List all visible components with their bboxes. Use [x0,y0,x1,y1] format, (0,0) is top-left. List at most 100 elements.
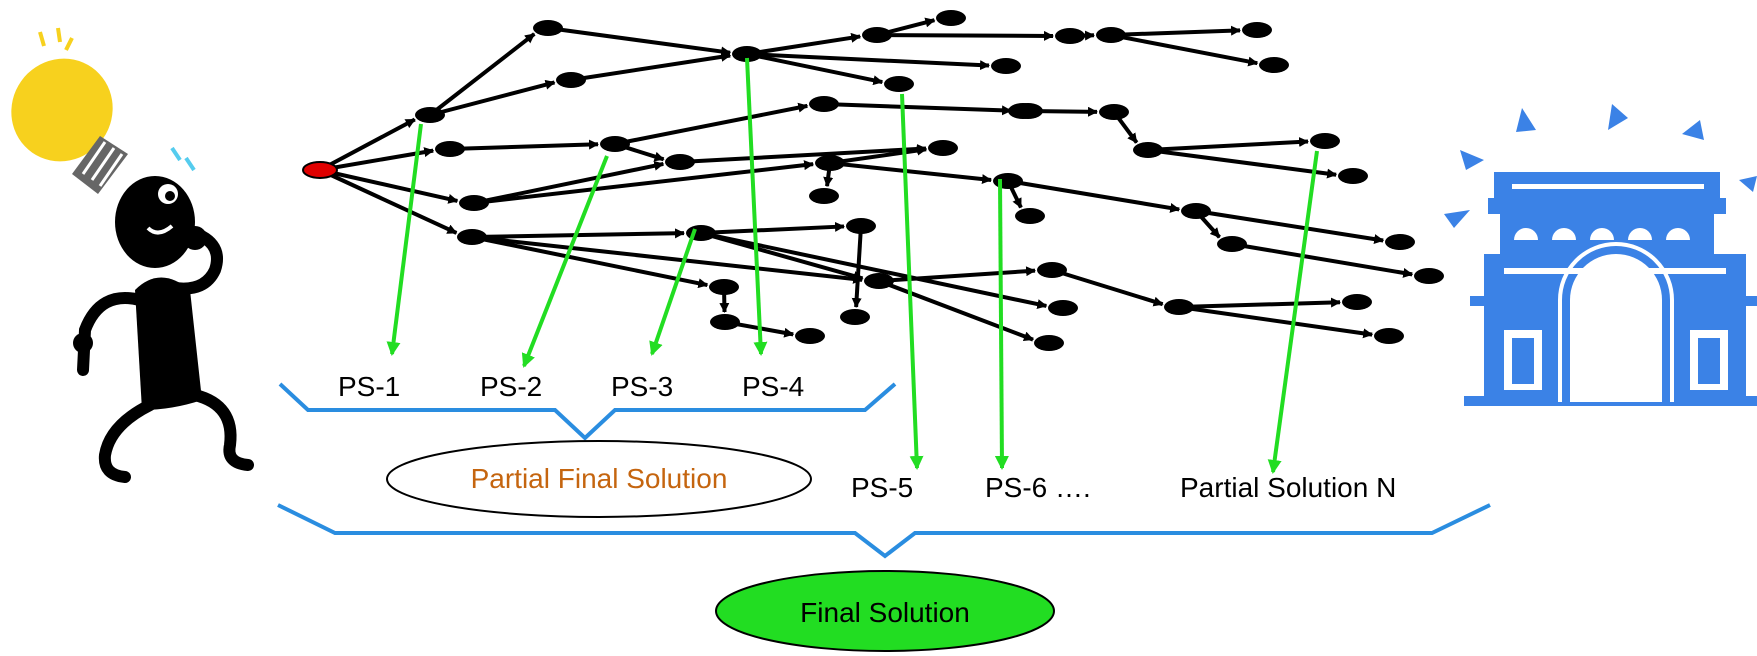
tree-edge [851,225,863,309]
tree-node [1099,104,1129,120]
ps-5-label: PS-5 [851,472,913,503]
tree-edge [700,231,1048,310]
tree-node [993,173,1023,189]
tree-edge [829,145,928,165]
tree-edge [547,26,732,57]
tree-node [864,273,894,289]
tree-edge [428,32,536,117]
tree-node [665,154,695,170]
tree-node [415,107,445,123]
tree-node [991,58,1021,74]
tree-node [1310,133,1340,149]
tree-edge [1110,25,1242,37]
tree-edge [570,51,732,82]
ps-4-label: PS-4 [742,371,804,402]
tree-node [815,155,845,171]
tree-node [556,72,586,88]
partial-final-solution-ellipse [386,440,812,518]
partial-solution-pointer [745,57,768,356]
tree-edge [319,168,459,204]
partial-solution-n-label: Partial Solution N [1180,472,1396,503]
thinking-person-with-lightbulb-icon [11,27,254,483]
partial-final-solution-label: Partial Final Solution [471,463,728,494]
tree-edge [471,235,709,289]
tree-node [1096,27,1126,43]
tree-edge [614,102,809,146]
tree-node [1217,236,1247,252]
tree-node [809,96,839,112]
tree-edge [700,221,846,235]
tree-node [1181,203,1211,219]
lightbulb-icon [11,27,128,194]
ps-2-label: PS-2 [480,371,542,402]
tree-node [710,314,740,330]
partial-solution-pointer [386,123,423,356]
tree-edge [1178,297,1342,309]
tree-node [862,27,892,43]
tree-node [936,10,966,26]
tree-edge [471,228,686,239]
tree-node [1338,168,1368,184]
tree-edge [319,168,458,235]
tree-edge [829,161,993,185]
tree-node [1013,103,1043,119]
tree-edge [746,52,991,71]
tree-node [533,20,563,36]
tree-edge [1051,268,1164,307]
tree-node [435,141,465,157]
ps-3-label: PS-3 [611,371,673,402]
tree-node [1015,208,1045,224]
tree-edge [876,30,1055,41]
tree-node [1342,294,1372,310]
final-solution-ellipse [715,570,1055,652]
tree-edge [1147,136,1310,152]
partial-solution-pointer [900,93,924,470]
partial-solution-pointers [386,57,1319,474]
tree-edge [746,52,884,86]
tree-node [1242,22,1272,38]
tree-node [809,188,839,204]
tree-node [709,279,739,295]
tree-edge [1147,148,1338,179]
partial-solution-pointer [521,155,609,368]
tree-node [1055,28,1085,44]
partial-solution-pointer [1267,150,1319,474]
tree-node [1037,262,1067,278]
tree-edge [679,144,928,164]
tree-edge [473,160,665,205]
tree-node [1259,57,1289,73]
tree-edge [429,79,556,117]
final-brace [277,503,1491,559]
tree-edge [823,102,1013,116]
tree-edge [878,279,1034,342]
tree-node [928,140,958,156]
tree-node [884,76,914,92]
start-node [302,161,338,179]
solution-tree-nodes [302,10,1444,351]
tree-node [1133,142,1163,158]
tree-edge [746,32,862,56]
tree-node [732,46,762,62]
partial-solution-pointer [649,228,697,356]
tree-node [1034,335,1064,351]
tree-edge [449,139,600,151]
partial-brace [278,382,897,441]
tree-edge [1195,209,1385,245]
tree-edge [1231,242,1414,278]
ps-1-label: PS-1 [338,371,400,402]
tree-node [1164,299,1194,315]
tree-edge [473,160,815,205]
tree-node [600,136,630,152]
tree-node [1374,328,1404,344]
tree-node [846,218,876,234]
tree-edge [878,266,1037,283]
tree-edge [471,235,864,284]
tree-node [1414,268,1444,284]
ps-6-label: PS-6 …. [985,472,1091,503]
tree-edge [319,117,416,172]
solution-tree-edges [319,17,1414,342]
tree-node [459,195,489,211]
tree-edge [1110,33,1259,67]
tree-edge [1007,179,1181,213]
